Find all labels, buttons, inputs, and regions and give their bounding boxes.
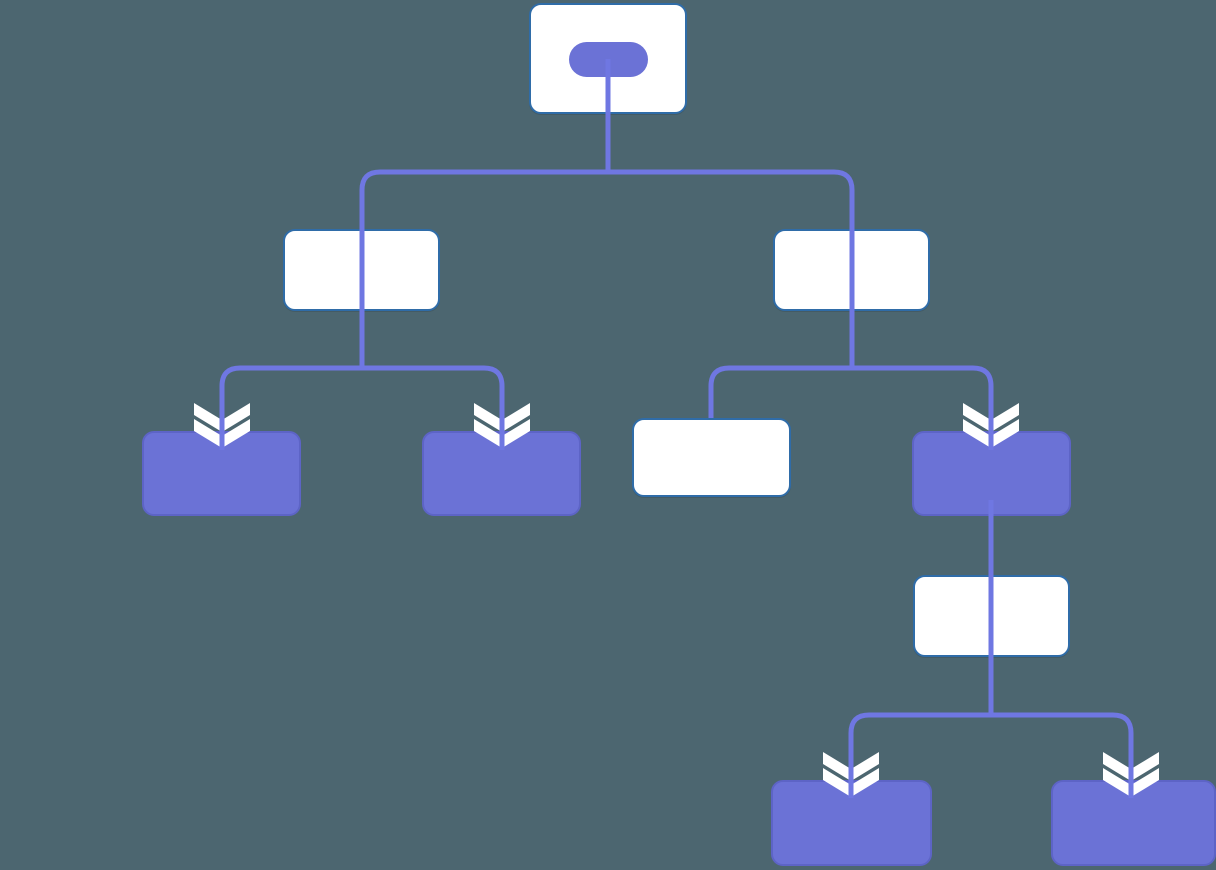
leaf-node-b[interactable] (422, 431, 581, 516)
root-pill-badge (569, 42, 648, 77)
leaf-node-e[interactable] (1051, 780, 1216, 866)
chevron-down-icon (194, 403, 250, 432)
chevron-down-icon (1103, 752, 1159, 781)
edges-group (708, 365, 852, 418)
leaf-node-d[interactable] (771, 780, 932, 866)
leaf-node-c[interactable] (632, 418, 791, 497)
branch-node-left[interactable] (283, 229, 440, 311)
chevron-down-icon (963, 403, 1019, 432)
branch-node-right-child[interactable] (912, 431, 1071, 516)
chevron-down-icon (474, 403, 530, 432)
edge-right-to-leaf-c (708, 365, 852, 418)
leaf-node-a[interactable] (142, 431, 301, 516)
branch-node-right[interactable] (773, 229, 930, 311)
edges-over-nodes (359, 59, 994, 715)
chevron-down-icon (823, 752, 879, 781)
sub-branch-node[interactable] (913, 575, 1070, 657)
